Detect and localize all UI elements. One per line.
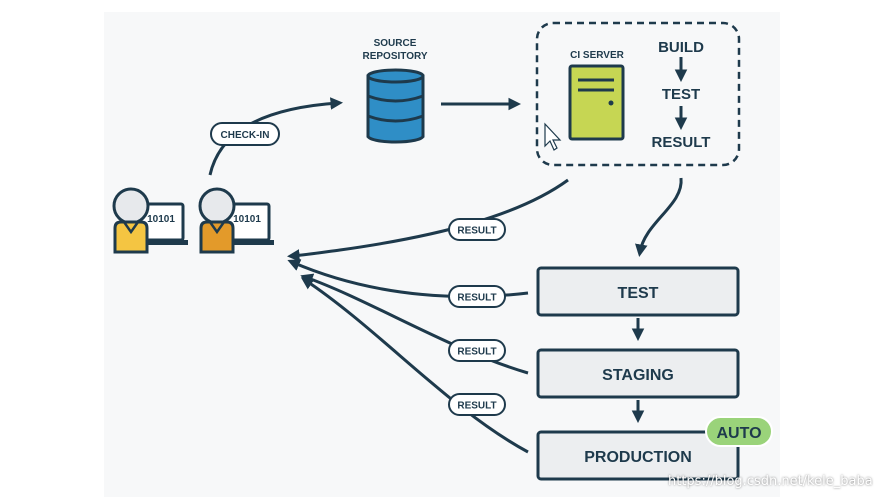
svg-text:RESULT: RESULT (457, 293, 496, 304)
ci-server-label: CI SERVER (570, 50, 624, 61)
developer-laptop-icon (112, 187, 188, 254)
developer-screen-text: 10101 (147, 214, 175, 225)
ci-step-build: BUILD (658, 39, 704, 56)
developer-2: 10101 (198, 187, 274, 254)
source-repository-subtitle: REPOSITORY (362, 51, 427, 62)
ci-result-label: RESULT (448, 218, 506, 241)
svg-text:PRODUCTION: PRODUCTION (584, 449, 692, 466)
check-in-label: CHECK-IN (210, 122, 280, 146)
stage-staging: STAGING (536, 348, 740, 399)
svg-text:RESULT: RESULT (457, 226, 496, 237)
ci-to-test-arrow (635, 177, 683, 257)
ci-step-result: RESULT (652, 134, 711, 151)
stage-production: PRODUCTION (536, 430, 740, 481)
diagram-canvas (104, 12, 780, 497)
developer-laptop-icon (198, 187, 274, 254)
svg-text:RESULT: RESULT (457, 347, 496, 358)
developer-screen-text: 10101 (233, 214, 261, 225)
database-icon (366, 68, 425, 144)
test-result-label: RESULT (448, 285, 506, 308)
watermark: https://blog.csdn.net/kele_baba (668, 474, 873, 489)
server-icon (568, 64, 625, 141)
svg-text:STAGING: STAGING (602, 367, 674, 384)
auto-badge: AUTO (705, 416, 773, 447)
staging-result-arrow (300, 273, 529, 375)
svg-text:TEST: TEST (618, 285, 659, 302)
stage-test: TEST (536, 266, 740, 317)
cursor-icon (544, 122, 562, 151)
svg-text:RESULT: RESULT (457, 401, 496, 412)
staging-result-label: RESULT (448, 339, 506, 362)
svg-text:AUTO: AUTO (716, 425, 761, 442)
developer-1: 10101 (112, 187, 188, 254)
ci-step-test: TEST (662, 86, 700, 103)
production-result-arrow (300, 277, 529, 454)
source-repository-title: SOURCE (374, 38, 417, 49)
production-result-label: RESULT (448, 393, 506, 416)
ci-server-group (535, 21, 741, 167)
ci-result-arrow (286, 178, 569, 262)
svg-text:CHECK-IN: CHECK-IN (221, 130, 270, 141)
